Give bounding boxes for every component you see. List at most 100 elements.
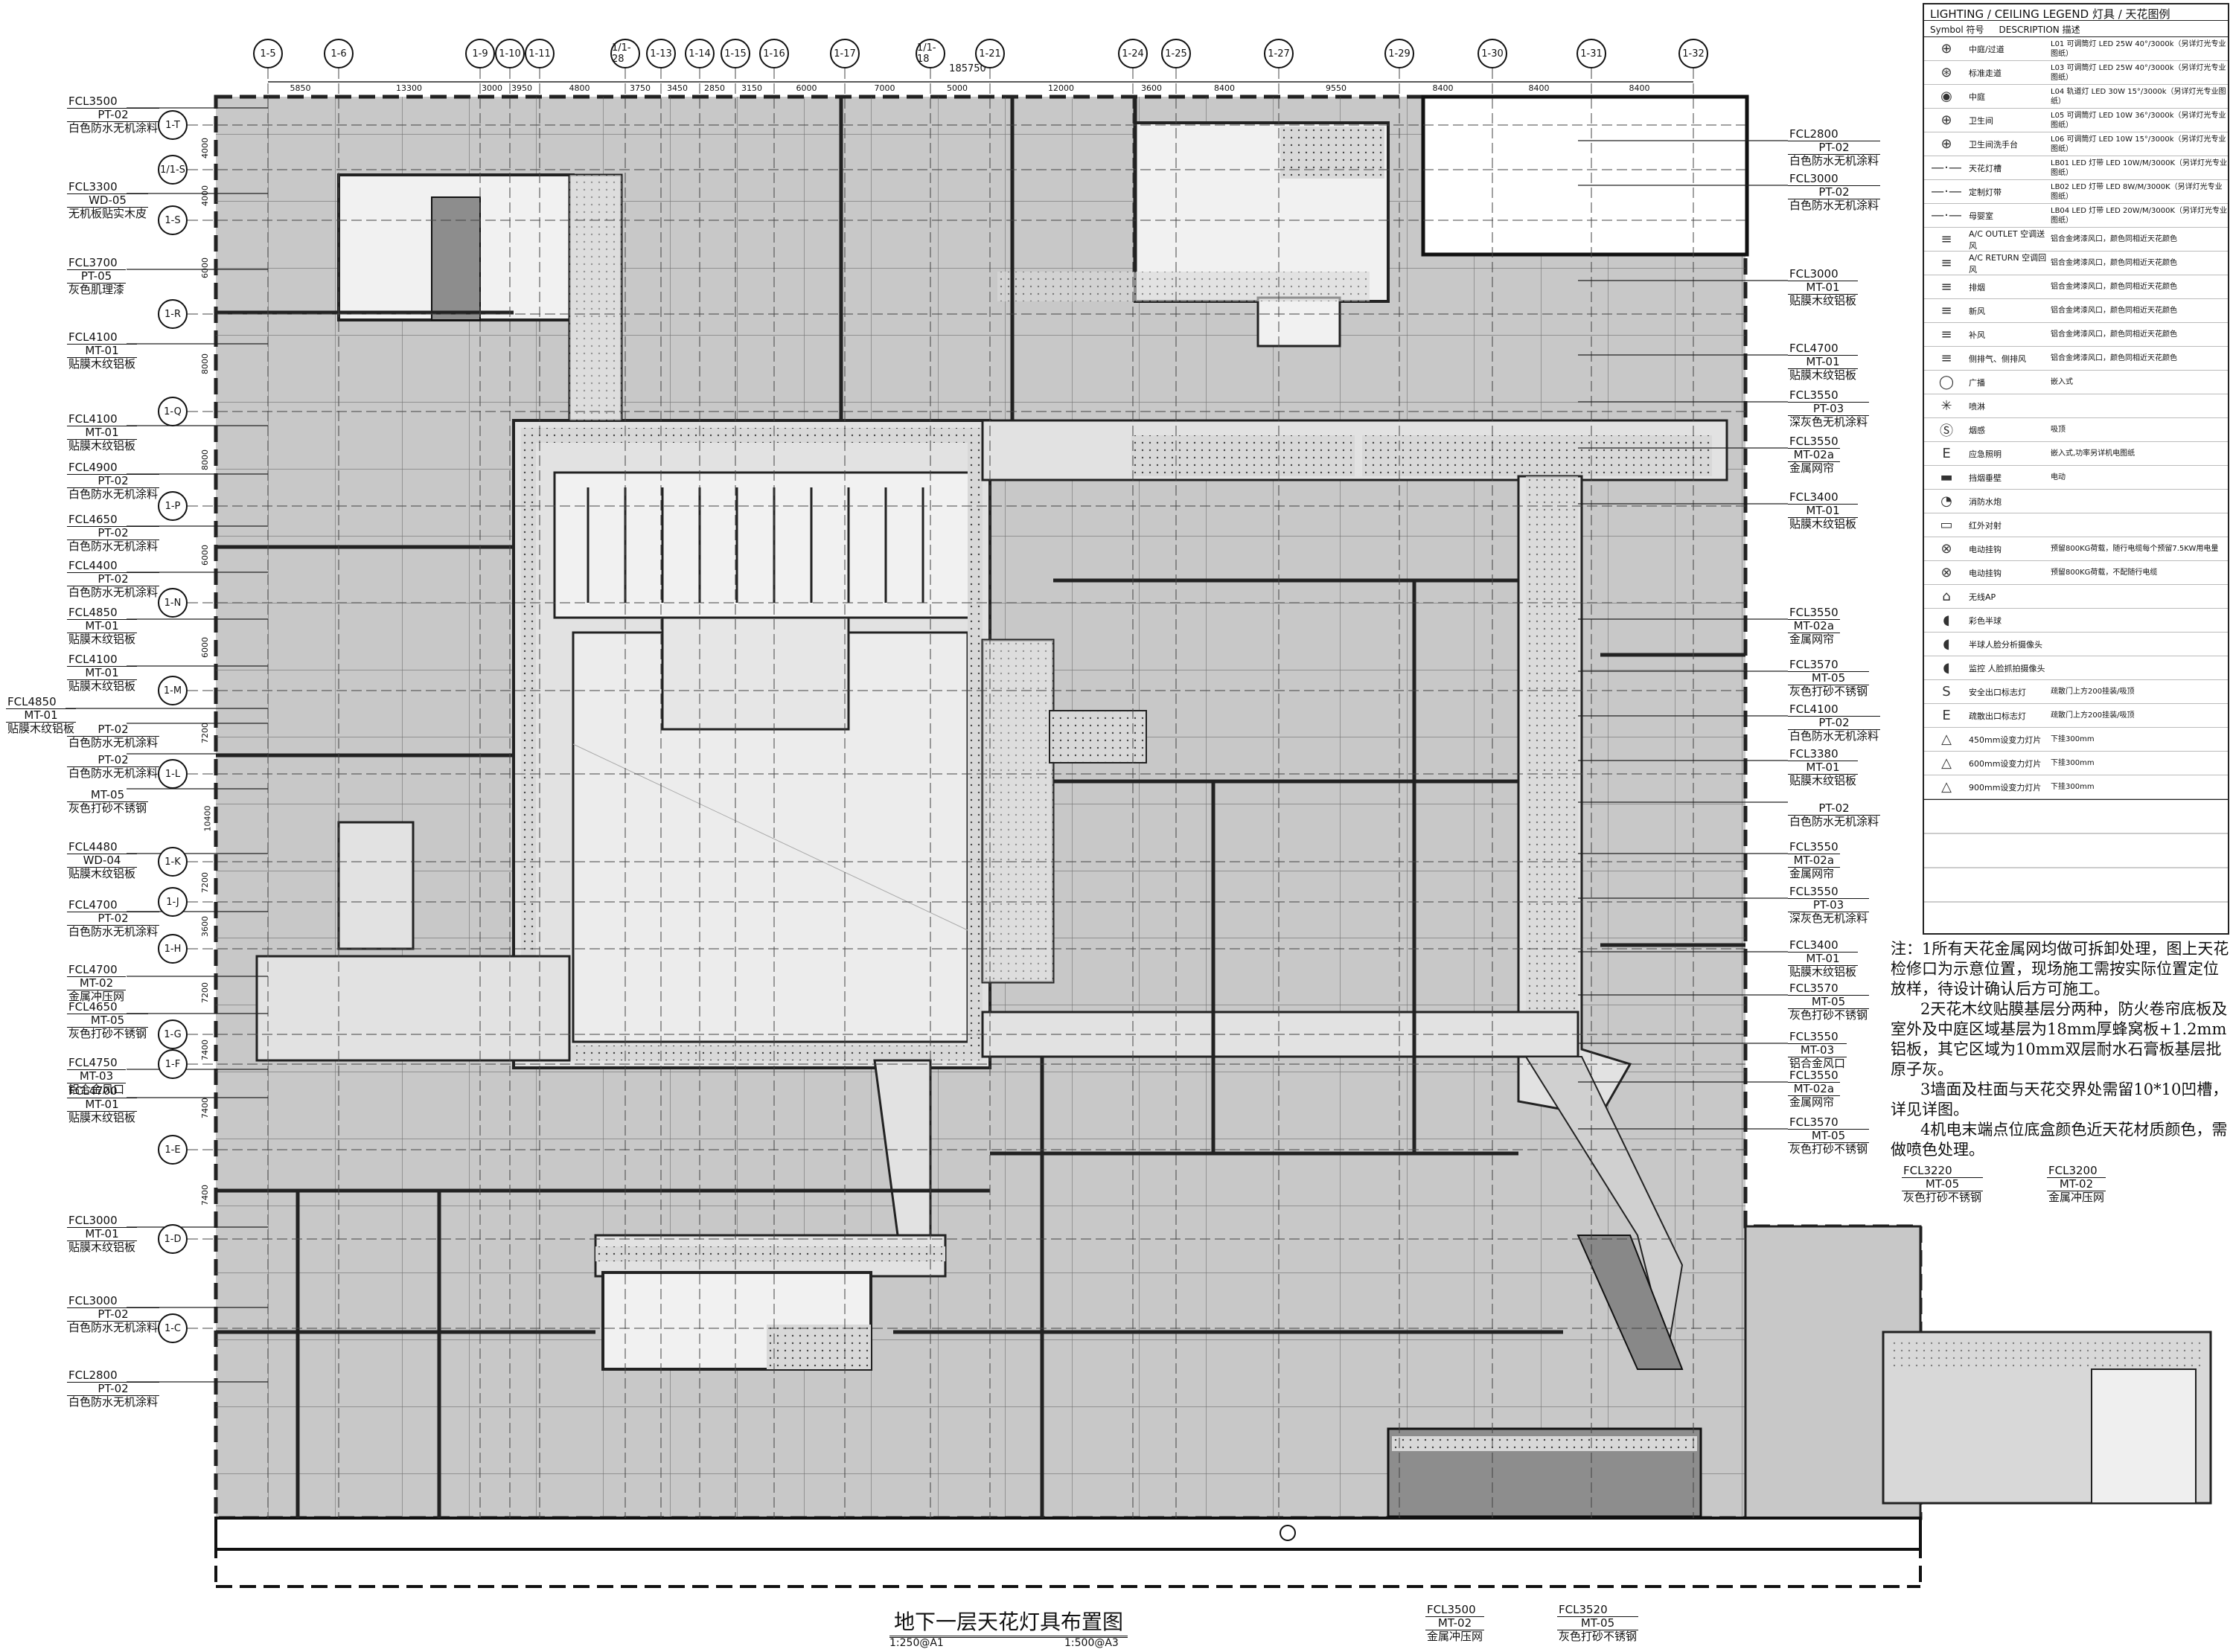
legend-item-name: 红外对射 — [1969, 520, 2002, 531]
downlight-icon: ⊕ — [1940, 41, 1952, 57]
note-item: 注：1所有天花金属网均做可拆卸处理，图上天花检修口为示意位置，现场施工需按实际位… — [1891, 940, 2229, 998]
grid-bubble-y: 1-H — [158, 934, 188, 964]
bottom-strip — [214, 1427, 1922, 1588]
legend-item-name: 新风 — [1969, 306, 1985, 316]
atrium-corridor — [512, 419, 991, 1069]
grid-bubble-y: 1-C — [158, 1313, 188, 1343]
tag-material-desc: 白色防水无机涂料 — [68, 487, 159, 501]
tag-material-code: MT-01 — [1788, 953, 1859, 966]
tag-material-desc: 灰色打砂不锈钢 — [1559, 1630, 1638, 1643]
legend-desc-header: DESCRIPTION 描述 — [1999, 25, 2080, 35]
exhaust-icon: ≡ — [1940, 279, 1952, 295]
grid-bubble-x: 1/1-18 — [916, 39, 945, 68]
grid-dim-x: 6000 — [796, 83, 817, 93]
grid-dim-x: 8400 — [1432, 83, 1454, 93]
legend-item-desc: L03 可调筒灯 LED 25W 40°/3000k（另详灯光专业图纸） — [2051, 63, 2226, 82]
tag-material-desc: 贴膜木纹铝板 — [1789, 774, 1857, 787]
tag-material-desc: 白色防水无机涂料 — [1789, 729, 1879, 743]
tag-ceiling-height: FCL3570 — [1788, 982, 1870, 996]
tag-ceiling-height: FCL3000 — [67, 1295, 160, 1308]
ac-return-icon: ≡ — [1940, 255, 1952, 271]
legend-item-name: 600mm设变力灯片 — [1969, 758, 2042, 769]
tag-material-code: MT-01 — [1788, 356, 1859, 369]
tag-ceiling-height: FCL4100 — [67, 413, 138, 426]
legend-item-desc: LB04 LED 灯带 LED 20W/M/3000K（另详灯光专业图纸） — [2051, 206, 2228, 225]
grid-dim-y: 4000 — [200, 138, 210, 159]
linear-light-icon: —·— — [1931, 160, 1962, 176]
legend-item-desc: 疏散门上方200挂装/吸顶 — [2051, 711, 2135, 720]
grid-dim-x: 4800 — [569, 83, 590, 93]
legend-item-name: 广播 — [1969, 377, 1985, 388]
tag-material-desc: 灰色打砂不锈钢 — [1903, 1191, 1982, 1204]
legend-item-desc: LB01 LED 灯带 LED 10W/M/3000K（另详灯光专业图纸） — [2051, 159, 2228, 177]
legend-row: ◯广播嵌入式 — [1924, 371, 2228, 394]
legend-item-desc: 铝合金烤漆风口，颜色同相近天花颜色 — [2051, 235, 2177, 243]
legend-row: ⊗电动挂钩预留800KG荷载，随行电缆每个预留7.5KW用电量 — [1924, 537, 2228, 561]
tag-material-desc: 白色防水无机涂料 — [68, 925, 159, 938]
legend-item-name: 挡烟垂壁 — [1969, 473, 2002, 483]
tag-ceiling-height: FCL3500 — [67, 95, 160, 109]
tag-material-desc: 灰色肌理漆 — [68, 283, 125, 296]
grid-dim-x: 5850 — [290, 83, 311, 93]
tag-material-code: PT-02 — [67, 1308, 160, 1322]
tag-material-desc: 贴膜木纹铝板 — [1789, 517, 1857, 531]
grid-bubble-x: 1-15 — [721, 39, 750, 68]
grid-bubble-y: 1-P — [158, 491, 188, 521]
tag-material-desc: 金属网帘 — [1789, 1095, 1835, 1109]
grid-bubble-y: 1-L — [158, 759, 188, 789]
tag-ceiling-height: FCL3550 — [1788, 840, 1840, 854]
legend-row: ≡A/C OUTLET 空调送风铝合金烤漆风口，颜色同相近天花颜色 — [1924, 228, 2228, 252]
grid-bubble-x: 1-21 — [975, 39, 1005, 68]
tag-material-code: PT-02 — [1788, 717, 1881, 730]
legend-row: ◔消防水炮 — [1924, 490, 2228, 513]
tag-material-desc: 金属冲压网 — [68, 990, 125, 1003]
downlight-icon: ⊛ — [1940, 65, 1952, 80]
tag-material-desc: 白色防水无机涂料 — [1789, 199, 1879, 212]
lighting-ceiling-legend: LIGHTING / CEILING LEGEND 灯具 / 天花图例 Symb… — [1923, 3, 2229, 935]
tag-material-code: MT-02a — [1788, 620, 1840, 633]
tag-material-code: PT-02 — [67, 109, 160, 122]
tag-ceiling-height: FCL4400 — [67, 560, 160, 573]
tag-material-code: MT-01 — [67, 345, 138, 358]
tag-ceiling-height: FCL3380 — [1788, 748, 1859, 761]
grid-bubble-x: 1-11 — [525, 39, 555, 68]
tag-material-code: PT-02 — [1788, 141, 1881, 155]
tag-material-desc: 灰色打砂不锈钢 — [68, 801, 147, 815]
tag-material-code: MT-05 — [1788, 1130, 1870, 1143]
hanging-point-icon: △ — [1941, 731, 1952, 747]
legend-row: ◖监控 人脸抓拍摄像头 — [1924, 656, 2228, 680]
tag-ceiling-height: FCL3550 — [1788, 1031, 1847, 1044]
tag-material-desc: 灰色打砂不锈钢 — [68, 1027, 147, 1040]
legend-item-name: 喷淋 — [1969, 401, 1985, 412]
legend-item-name: 彩色半球 — [1969, 615, 2002, 626]
grid-dim-x: 8400 — [1214, 83, 1235, 93]
tag-material-desc: 贴膜木纹铝板 — [1789, 294, 1857, 307]
grid-dim-x: 12000 — [1048, 83, 1074, 93]
tag-ceiling-height: FCL4700 — [67, 899, 160, 912]
grid-bubble-y: 1-G — [158, 1019, 188, 1049]
tag-material-code: MT-01 — [67, 667, 138, 680]
grid-bubble-y: 1-T — [158, 110, 188, 140]
grid-dim-x: 3000 — [482, 83, 502, 93]
tag-material-code: PT-03 — [1788, 403, 1870, 416]
smoke-barrier-icon: ▬ — [1940, 470, 1953, 485]
column-grid — [188, 68, 1745, 1518]
grid-bubble-y: 1-R — [158, 299, 188, 329]
grid-bubble-x: 1-29 — [1384, 39, 1414, 68]
legend-item-desc: 下挂300mm — [2051, 735, 2095, 743]
grid-bubble-y: 1-Q — [158, 397, 188, 426]
